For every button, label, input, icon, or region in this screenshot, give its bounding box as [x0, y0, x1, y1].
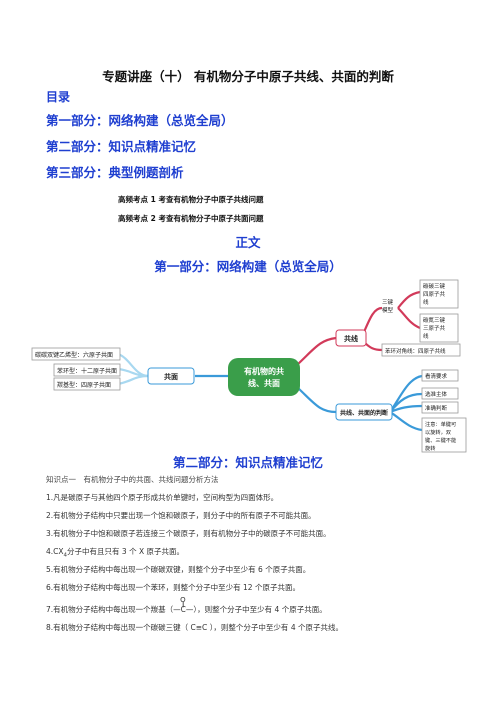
left-leaf-3-text: 羰基型：四原子共面 [57, 381, 111, 389]
triple-bond-model-1: 三键 [382, 298, 394, 306]
toc-label: 目录 [46, 90, 71, 104]
page-title: 专题讲座（十） 有机物分子中原子共线、共面的判断 [102, 69, 394, 84]
focus-item-1[interactable]: 高频考点 1 考查有机物分子中原子共线问题 [118, 195, 264, 204]
rule-6: 6.有机物分子结构中每出现一个苯环，则整个分子中至少有 12 个原子共面。 [46, 583, 300, 592]
collinear-leaf-1 [419, 279, 459, 309]
branch-coplanar-label: 共面 [164, 372, 178, 381]
judgement-leaf-2 [421, 387, 459, 400]
branch-collinear-label: 共线 [344, 334, 358, 343]
judgement-note [421, 417, 467, 453]
rule-4: 4.CX4分子中有且只有 3 个 X 原子共面。 [46, 547, 184, 559]
svg-text:线: 线 [423, 298, 429, 306]
rule-5: 5.有机物分子结构中每出现一个碳碳双键，则整个分子中至少有 6 个原子共面。 [46, 565, 311, 574]
knowledge-point-1: 知识点一 有机物分子中的共面、共线问题分析方法 [46, 475, 219, 484]
svg-text:线: 线 [423, 332, 429, 340]
toc-item-3[interactable]: 第三部分：典型例题剖析 [46, 165, 184, 180]
svg-text:注意：单键可: 注意：单键可 [425, 420, 456, 428]
part2-heading: 第二部分：知识点精准记忆 [172, 455, 323, 470]
svg-text:看清要求: 看清要求 [425, 372, 448, 380]
branch-collinear [335, 329, 367, 347]
rule-2: 2.有机物分子结构中只要出现一个饱和碳原子，则分子中的所有原子不可能共面。 [46, 511, 316, 520]
left-leaf-1 [31, 347, 121, 361]
toc-item-1[interactable]: 第一部分：网络构建（总览全局） [46, 113, 234, 128]
triple-bond-model-2: 模型 [382, 306, 394, 314]
rule-1: 1.凡是碳原子与其他四个原子形成共价单键时，空间构型为四面体形。 [46, 493, 279, 502]
focus-item-2[interactable]: 高频考点 2 考查有机物分子中原子共面问题 [118, 214, 264, 223]
connector-top [297, 336, 337, 365]
svg-text:选准主体: 选准主体 [425, 390, 448, 398]
center-text-2: 线、共面 [248, 378, 280, 388]
left-leaf-1-text: 碳碳双键乙烯型：六原子共面 [35, 351, 113, 359]
left-leaf-2-text: 苯环型：十二原子共面 [57, 367, 117, 375]
collinear-leaf-2 [419, 313, 459, 343]
carbonyl-group: O‖—C— [173, 596, 194, 614]
rule-7: 7.有机物分子结构中每出现一个羰基（O‖—C—），则整个分子中至少有 4 个原子… [46, 596, 327, 614]
body-label: 正文 [235, 235, 261, 250]
mind-map: 有机物的共 线、共面 共面 碳碳双键乙烯型：六原子共面 苯环型：十二原子共面 羰… [31, 279, 467, 453]
connector-bottom [297, 387, 337, 414]
toc-item-2[interactable]: 第二部分：知识点精准记忆 [46, 139, 197, 154]
mind-map-center [228, 358, 300, 396]
svg-text:准确判断: 准确判断 [425, 404, 448, 412]
collinear-leaf-3 [381, 343, 461, 357]
judgement-leaf-1 [421, 369, 459, 382]
svg-text:以旋转，双: 以旋转，双 [425, 428, 451, 436]
center-text-1: 有机物的共 [244, 366, 284, 376]
rule-8: 8.有机物分子结构中每出现一个碳碳三键（ C≡C ），则整个分子中至少有 4 个… [46, 623, 343, 632]
part1-heading: 第一部分：网络构建（总览全局） [154, 259, 342, 274]
svg-text:碳碳三键: 碳碳三键 [423, 282, 446, 290]
judgement-leaf-3 [421, 401, 459, 414]
branch-coplanar [147, 367, 195, 385]
left-leaf-2 [53, 363, 121, 377]
svg-text:三原子共: 三原子共 [423, 324, 446, 332]
left-leaf-3 [53, 377, 121, 391]
benzene-diagonal-text: 苯环对角线：四原子共线 [385, 347, 446, 355]
rule-3: 3.有机物分子中饱和碳原子若连接三个碳原子，则有机物分子中的碳原子不可能共面。 [46, 529, 331, 538]
branch-judgement [335, 403, 393, 421]
svg-text:四原子共: 四原子共 [423, 290, 446, 298]
svg-text:键、三键不能: 键、三键不能 [425, 436, 456, 444]
branch-judgement-label: 共线、共面的判断 [340, 409, 388, 417]
svg-text:旋转: 旋转 [425, 444, 435, 452]
svg-text:碳氮三键: 碳氮三键 [423, 316, 446, 324]
